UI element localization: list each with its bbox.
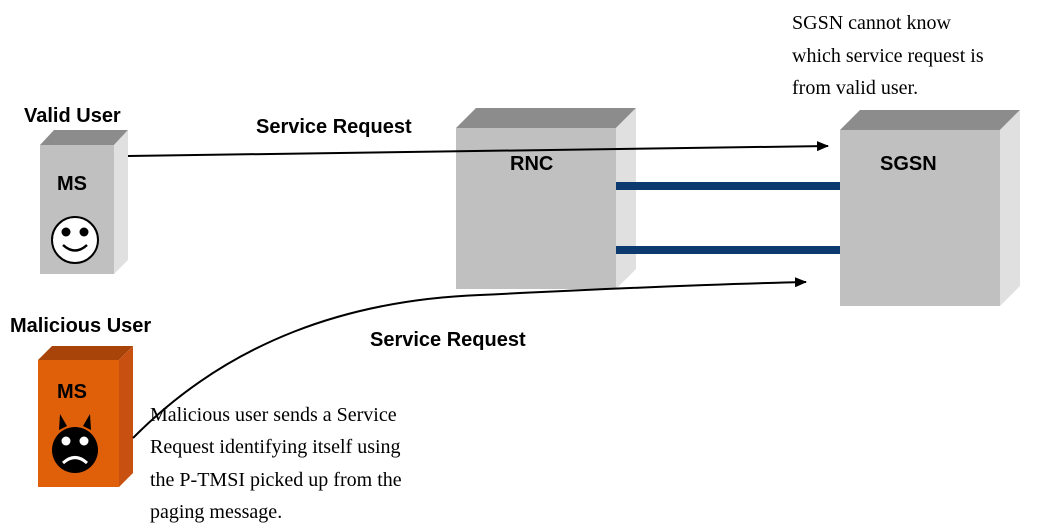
malicious-ms-box: MS (38, 346, 133, 487)
malicious-note: Malicious user sends a Service Request i… (150, 404, 402, 523)
malicious-service-request-arrow (132, 277, 807, 439)
valid-ms-side (114, 130, 128, 274)
malicious-user-label: Malicious User (10, 315, 151, 337)
sgsn-label: SGSN (880, 153, 937, 175)
service-request-label-top: Service Request (256, 116, 412, 138)
malicious-note-line: paging message. (150, 501, 282, 523)
sgsn-note: SGSN cannot know which service request i… (792, 12, 984, 99)
malicious-note-line: Request identifying itself using (150, 436, 401, 458)
malicious-ms-top (38, 346, 133, 360)
service-request-label-bottom: Service Request (370, 329, 526, 351)
malicious-ms-side (119, 346, 133, 487)
malicious-note-line: the P-TMSI picked up from the (150, 469, 402, 491)
valid-service-request-arrow (127, 141, 829, 157)
rnc-top (456, 108, 636, 128)
devil-face-icon (52, 414, 98, 473)
rnc-side (616, 108, 636, 289)
sgsn-note-line: which service request is (792, 45, 984, 67)
sgsn-face (840, 130, 1000, 306)
valid-user-label: Valid User (24, 105, 121, 127)
sgsn-box: SGSN (840, 110, 1020, 306)
sgsn-side (1000, 110, 1020, 306)
rnc-label: RNC (510, 153, 553, 175)
valid-ms-box: MS (40, 130, 128, 274)
rnc-box: RNC (456, 108, 636, 289)
sgsn-top (840, 110, 1020, 130)
valid-ms-label: MS (57, 173, 87, 195)
malicious-ms-label: MS (57, 381, 87, 403)
sgsn-note-line: SGSN cannot know (792, 12, 951, 34)
rnc-face (456, 128, 616, 289)
valid-ms-top (40, 130, 128, 145)
malicious-note-line: Malicious user sends a Service (150, 404, 397, 426)
smiley-icon (51, 216, 99, 264)
sgsn-note-line: from valid user. (792, 77, 918, 99)
